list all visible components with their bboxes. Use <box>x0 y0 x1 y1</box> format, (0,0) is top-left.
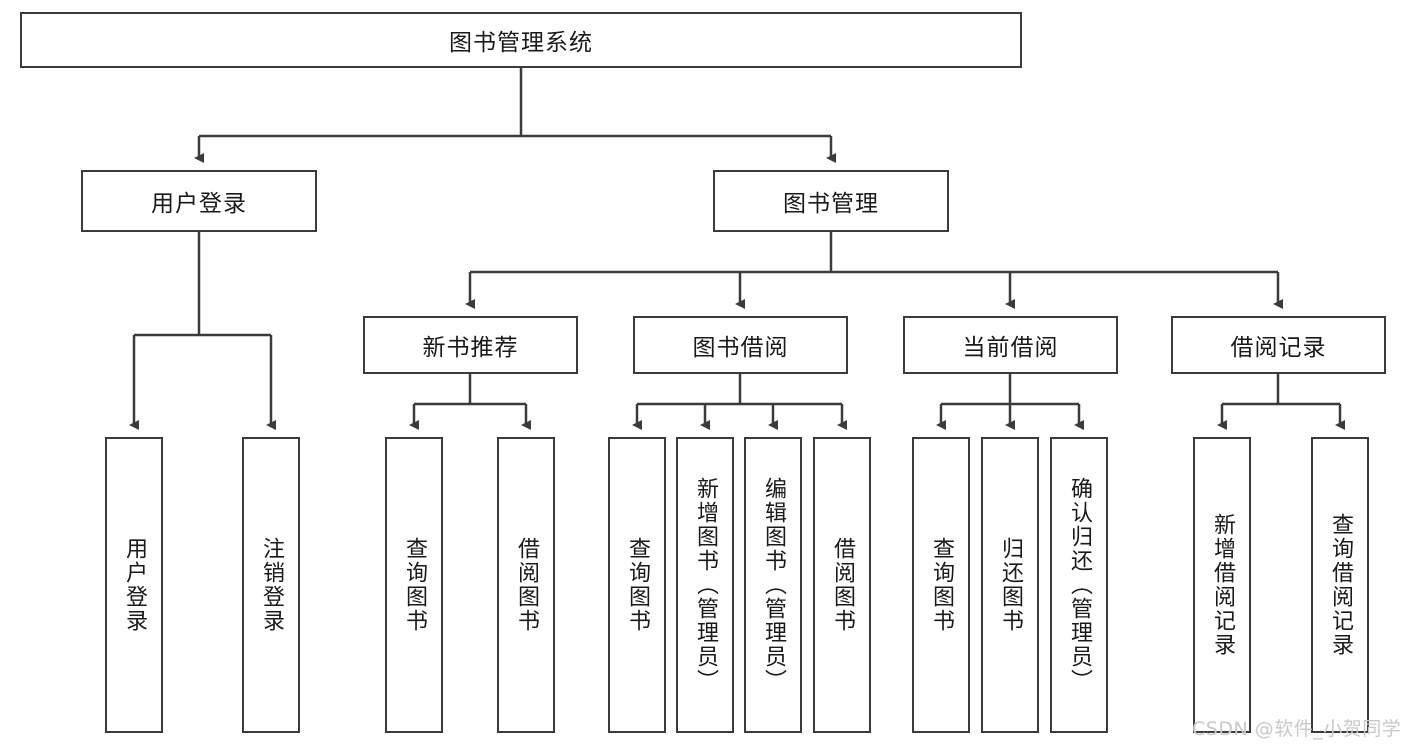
node-root-title[interactable]: 图书管理系统 <box>20 12 1022 68</box>
node-label: 借阅图书 <box>514 537 539 633</box>
leaf-borrow-record-add[interactable]: 新增借阅记录 <box>1193 437 1251 733</box>
node-book-borrow[interactable]: 图书借阅 <box>633 316 848 374</box>
node-label: 注销登录 <box>259 537 284 633</box>
node-borrow-record[interactable]: 借阅记录 <box>1171 316 1386 374</box>
node-label: 用户登录 <box>151 191 247 217</box>
node-label: 借阅图书 <box>830 537 855 633</box>
node-label: 用户登录 <box>122 537 147 633</box>
leaf-user-login-logout[interactable]: 注销登录 <box>242 437 300 733</box>
node-label: 归还图书 <box>998 537 1023 633</box>
node-label: 编辑图书（管理员） <box>761 477 786 693</box>
node-label: 查询图书 <box>402 537 427 633</box>
leaf-book-borrow-query[interactable]: 查询图书 <box>608 437 666 733</box>
leaf-current-borrow-confirm-return[interactable]: 确认归还（管理员） <box>1050 437 1108 733</box>
node-label: 确认归还（管理员） <box>1067 477 1092 693</box>
node-label: 图书管理 <box>783 191 879 217</box>
node-label: 新书推荐 <box>422 335 519 361</box>
node-label: 新增图书（管理员） <box>693 477 718 693</box>
watermark: CSDN @软件_小贺同学 <box>1192 718 1402 740</box>
node-label: 查询借阅记录 <box>1328 513 1353 657</box>
leaf-book-borrow-add[interactable]: 新增图书（管理员） <box>676 437 734 733</box>
node-label: 当前借阅 <box>962 335 1059 361</box>
node-label: 图书借阅 <box>692 335 789 361</box>
node-label: 新增借阅记录 <box>1210 513 1235 657</box>
node-label: 图书管理系统 <box>449 30 593 56</box>
leaf-new-book-query[interactable]: 查询图书 <box>385 437 443 733</box>
node-current-borrow[interactable]: 当前借阅 <box>903 316 1118 374</box>
node-new-book-recommend[interactable]: 新书推荐 <box>363 316 578 374</box>
leaf-current-borrow-return[interactable]: 归还图书 <box>981 437 1039 733</box>
node-label: 查询图书 <box>929 537 954 633</box>
leaf-current-borrow-query[interactable]: 查询图书 <box>912 437 970 733</box>
node-book-management[interactable]: 图书管理 <box>713 170 949 232</box>
leaf-book-borrow-borrow[interactable]: 借阅图书 <box>813 437 871 733</box>
node-user-login[interactable]: 用户登录 <box>81 170 317 232</box>
node-label: 查询图书 <box>625 537 650 633</box>
leaf-book-borrow-edit[interactable]: 编辑图书（管理员） <box>744 437 802 733</box>
leaf-new-book-borrow[interactable]: 借阅图书 <box>497 437 555 733</box>
node-label: 借阅记录 <box>1230 335 1327 361</box>
leaf-borrow-record-query[interactable]: 查询借阅记录 <box>1311 437 1369 733</box>
leaf-user-login-login[interactable]: 用户登录 <box>105 437 163 733</box>
